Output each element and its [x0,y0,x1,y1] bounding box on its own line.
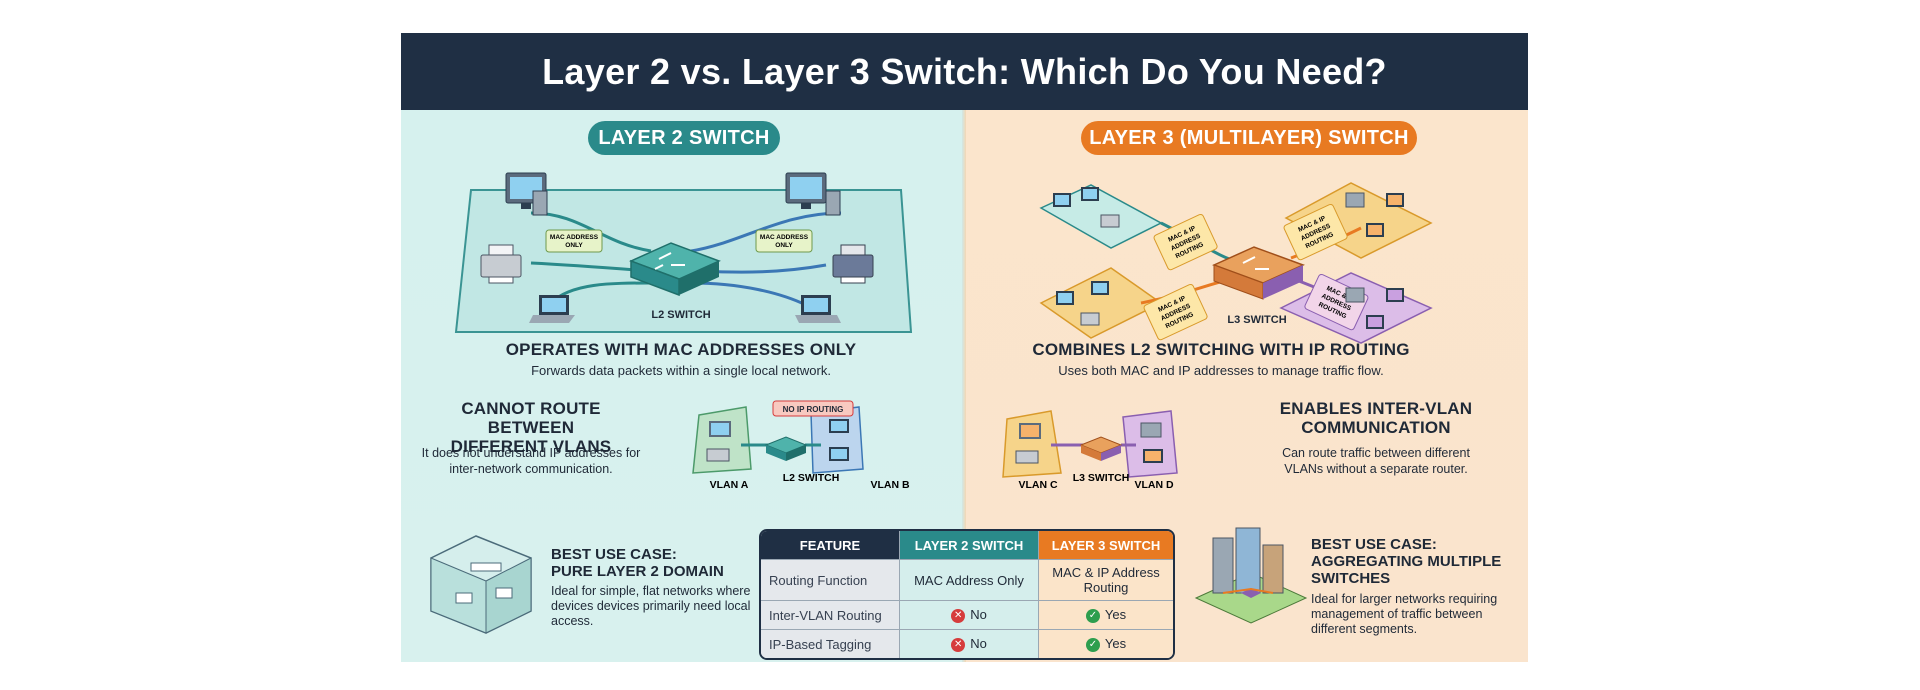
table-row: Routing Function MAC Address Only MAC & … [761,559,1173,601]
layer2-switch-pill: LAYER 2 SWITCH [588,121,780,155]
l3-value-cell: ✓ Yes [1038,600,1173,630]
laptop-icon [529,295,575,323]
l2-network-diagram: L2 SWITCH MAC ADDRESS ONLY MAC ADDRESS O… [454,172,913,333]
check-circle-icon: ✓ [1085,608,1100,623]
l3-value-line2: Routing [1083,580,1129,595]
printer-icon [480,244,522,284]
laptop-icon [795,295,841,323]
l2-use-case-heading-line2: PURE LAYER 2 DOMAIN [551,563,724,580]
l2-value-text: No [970,607,987,623]
l3-switch-icon [1212,246,1305,300]
routing-tag: MAC & IP ADDRESS ROUTING [1304,273,1369,331]
infographic-canvas: Layer 2 vs. Layer 3 Switch: Which Do You… [401,33,1528,662]
feature-cell: Inter-VLAN Routing [761,600,900,630]
l3-vlan-heading-line1: ENABLES INTER-VLAN [1279,399,1473,418]
x-circle-icon: ✕ [951,608,966,623]
l3-network-diagram: L3 SWITCH MAC & IP ADDRESS ROUTING MAC &… [1039,182,1433,344]
l2-tag-left-line2: ONLY [565,242,583,249]
l3-vlan-sub-line1: Can route traffic between different [1282,446,1470,460]
l3-value-cell: MAC & IP Address Routing [1038,559,1173,601]
l3-vlan-mini-diagram: L3 SWITCH VLAN C VLAN D [1002,410,1178,491]
vlan-c-label: VLAN C [1018,479,1058,491]
feature-cell: Routing Function [761,559,900,601]
comparison-table: FEATURE LAYER 2 SWITCH LAYER 3 SWITCH Ro… [759,529,1175,660]
panel-divider [962,110,966,662]
l2-tag-left-line1: MAC ADDRESS [550,234,599,241]
l2-main-heading: OPERATES WITH MAC ADDRESSES ONLY [505,340,857,359]
routing-tag: MAC & IP ADDRESS ROUTING [1143,283,1208,341]
l3-value-text: Yes [1104,607,1127,623]
routing-tag: MAC & IP ADDRESS ROUTING [1283,203,1348,261]
page-title: Layer 2 vs. Layer 3 Switch: Which Do You… [542,50,1387,92]
l3-use-case-heading-line3: SWITCHES [1311,570,1391,587]
layer3-switch-pill: LAYER 3 (MULTILAYER) SWITCH [1081,121,1417,155]
l3-main-heading: COMBINES L2 SWITCHING WITH IP ROUTING [1032,340,1410,359]
desktop-icon [785,172,841,216]
printer-icon [832,244,874,284]
header-layer3: LAYER 3 SWITCH [1038,531,1173,560]
l3-use-case-heading-line2: AGGREGATING MULTIPLE [1311,553,1502,570]
network-illustrations: L2 SWITCH MAC ADDRESS ONLY MAC ADDRESS O… [430,172,1433,634]
l3-mini-switch-label: L3 SWITCH [1073,472,1130,484]
check-circle-icon: ✓ [1085,637,1100,652]
l3-value-cell: ✓ Yes [1038,629,1173,658]
vlan-d-label: VLAN D [1134,479,1174,491]
l2-route-heading-line2: DIFFERENT VLANS [450,437,612,456]
title-bar: Layer 2 vs. Layer 3 Switch: Which Do You… [401,33,1528,110]
l2-route-sub-line2: inter-network communication. [449,462,613,476]
l2-value-cell: MAC Address Only [899,559,1039,601]
l2-value-text: No [970,636,987,652]
l3-vlan-heading-line2: COMMUNICATION [1301,418,1451,437]
vlan-a-label: VLAN A [710,479,749,491]
header-feature: FEATURE [761,531,900,560]
header-layer2: LAYER 2 SWITCH [899,531,1039,560]
x-circle-icon: ✕ [951,637,966,652]
vlan-b-label: VLAN B [870,479,910,491]
table-row: IP-Based Tagging ✕ No ✓ Yes [761,629,1173,658]
l3-vlan-subtext: Can route traffic between different VLAN… [1251,445,1501,477]
campus-buildings-icon [1194,527,1308,624]
l3-switch-label: L3 SWITCH [1227,314,1286,326]
l2-vlan-mini-diagram: NO IP ROUTING L2 SWITCH VLAN A VLAN B [692,400,910,491]
l3-value-text: Yes [1104,636,1127,652]
l2-use-case-heading-line1: BEST USE CASE: [551,546,677,563]
table-row: Inter-VLAN Routing ✕ No ✓ Yes [761,600,1173,630]
l3-use-case-text: Ideal for larger networks requiring mana… [1311,592,1498,636]
l2-route-heading-line1: CANNOT ROUTE BETWEEN [461,399,601,437]
l3-value-line1: MAC & IP Address [1052,565,1160,580]
l2-tag-right-line2: ONLY [775,242,793,249]
l2-switch-icon [629,242,721,297]
l2-use-case-heading: BEST USE CASE: PURE LAYER 2 DOMAIN [551,546,751,580]
feature-cell: IP-Based Tagging [761,629,900,658]
l2-value-cell: ✕ No [899,629,1039,658]
l3-vlan-heading: ENABLES INTER-VLAN COMMUNICATION [1251,399,1501,437]
l3-main-subtext: Uses both MAC and IP addresses to manage… [1058,363,1384,378]
l2-tag-right-line1: MAC ADDRESS [760,234,809,241]
desktop-icon [505,172,548,216]
l3-use-case-heading: BEST USE CASE: AGGREGATING MULTIPLE SWIT… [1311,536,1521,587]
l2-route-sub-line1: It does not understand IP addresses for [421,446,641,460]
table-header-row: FEATURE LAYER 2 SWITCH LAYER 3 SWITCH [761,531,1173,560]
l2-mini-switch-label: L2 SWITCH [783,472,840,484]
l3-use-case-heading-line1: BEST USE CASE: [1311,536,1437,553]
l2-switch-label: L2 SWITCH [651,309,710,321]
l2-main-subtext: Forwards data packets within a single lo… [531,363,831,378]
office-room-icon [430,535,532,634]
l2-use-case-text: Ideal for simple, flat networks where de… [551,584,751,628]
routing-tag: MAC & IP ADDRESS ROUTING [1153,213,1218,271]
no-ip-routing-badge: NO IP ROUTING [783,405,844,414]
l2-value-cell: ✕ No [899,600,1039,630]
l3-vlan-sub-line2: VLANs without a separate router. [1284,462,1468,476]
l2-route-subtext: It does not understand IP addresses for … [421,445,641,477]
l2-route-heading: CANNOT ROUTE BETWEEN DIFFERENT VLANS [421,399,641,456]
